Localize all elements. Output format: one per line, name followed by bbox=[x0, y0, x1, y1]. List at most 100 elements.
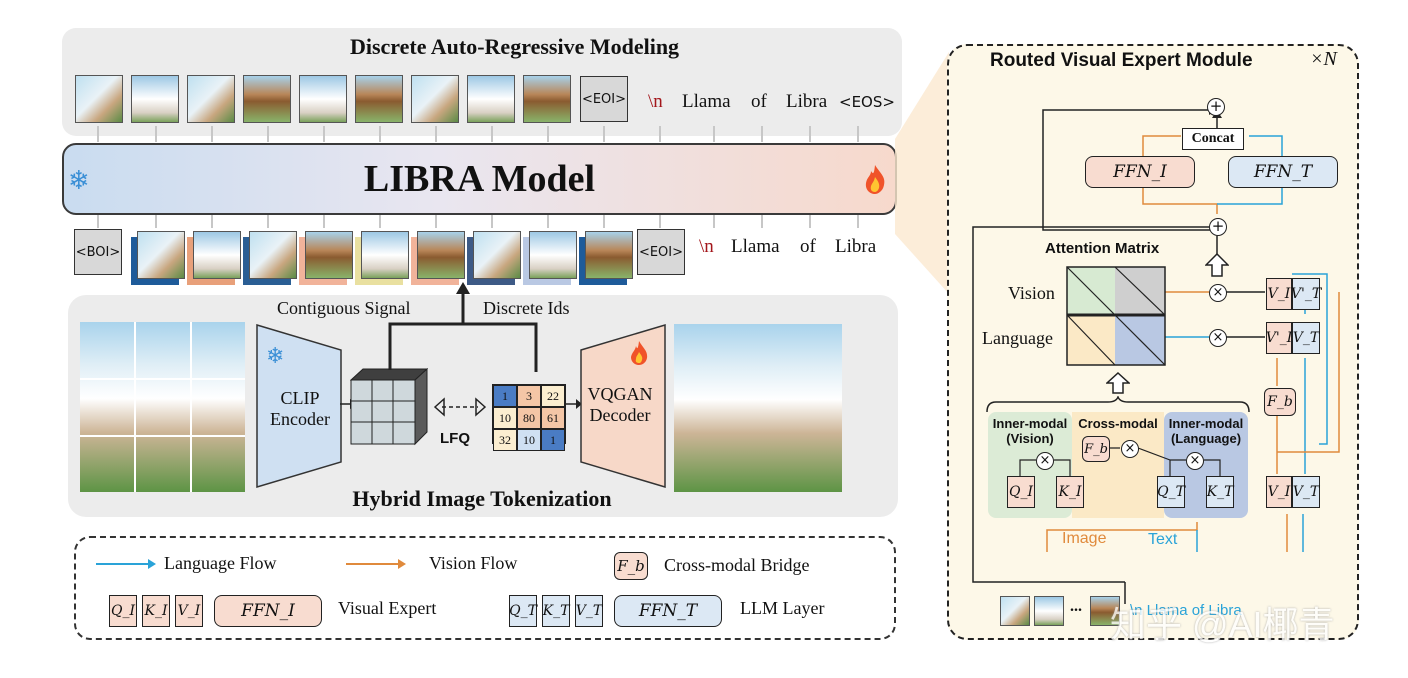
newline-token: \n bbox=[648, 91, 663, 112]
fire-icon bbox=[865, 165, 885, 194]
image-token bbox=[361, 231, 409, 279]
image-token bbox=[249, 231, 297, 279]
image-token bbox=[355, 75, 403, 123]
module-times: ×N bbox=[1310, 48, 1337, 70]
word-token: of bbox=[751, 91, 767, 112]
watermark: 知乎 @AI椰青 bbox=[1110, 604, 1335, 645]
ar-modeling-title: Discrete Auto-Regressive Modeling bbox=[349, 34, 680, 59]
image-token bbox=[473, 231, 521, 279]
bridge-symbol: F_b bbox=[614, 552, 648, 580]
add-icon: + bbox=[1209, 218, 1227, 236]
boi-token: <BOI> bbox=[74, 229, 122, 275]
image-token bbox=[1034, 596, 1064, 626]
image-token bbox=[411, 75, 459, 123]
vi-prime-box: V'_I bbox=[1266, 322, 1292, 354]
id-cell: 32 bbox=[493, 429, 517, 451]
legend-ffn-i: FFN_I bbox=[214, 595, 322, 627]
vision-flow-arrow bbox=[346, 559, 406, 569]
fire-icon bbox=[631, 341, 648, 365]
id-cell: 3 bbox=[517, 385, 541, 407]
contiguous-signal-label: Contiguous Signal bbox=[277, 298, 411, 318]
inner-vision-label: Inner-modal (Vision) bbox=[992, 416, 1068, 446]
fb-box: F_b bbox=[1082, 436, 1110, 462]
reconstructed-image bbox=[674, 324, 842, 492]
multiply-icon: × bbox=[1209, 284, 1227, 302]
word-token: Libra bbox=[835, 236, 877, 257]
kt-box: K_T bbox=[1206, 476, 1234, 508]
legend-kt: K_T bbox=[542, 595, 570, 627]
arrow bbox=[566, 399, 582, 409]
attention-matrix bbox=[1066, 266, 1166, 366]
legend-ffn-t: FFN_T bbox=[614, 595, 722, 627]
eoi-token: <EOI> bbox=[580, 76, 628, 122]
multiply-icon: × bbox=[1186, 452, 1204, 470]
vi-box: V_I bbox=[1266, 476, 1292, 508]
legend-vi: V_I bbox=[175, 595, 203, 627]
snowflake-icon: ❄ bbox=[266, 344, 285, 369]
cross-modal-label: Cross-modal bbox=[1078, 416, 1158, 431]
image-flow-label: Image bbox=[1062, 530, 1107, 547]
ki-box: K_I bbox=[1056, 476, 1084, 508]
libra-model-block: LIBRA Model bbox=[62, 143, 897, 215]
id-cell: 10 bbox=[493, 407, 517, 429]
llm-layer-label: LLM Layer bbox=[740, 598, 825, 618]
feature-cube bbox=[350, 368, 428, 446]
word-token: Libra bbox=[786, 91, 828, 112]
id-cell: 10 bbox=[517, 429, 541, 451]
word-token: Llama bbox=[731, 236, 780, 257]
multiply-icon: × bbox=[1209, 329, 1227, 347]
up-arrow-icon bbox=[1205, 253, 1229, 277]
ellipsis: ... bbox=[1070, 598, 1082, 615]
id-cell: 80 bbox=[517, 407, 541, 429]
language-flow-label: Language Flow bbox=[164, 553, 277, 573]
legend bbox=[74, 536, 896, 640]
id-cell: 1 bbox=[541, 429, 565, 451]
vision-row-label: Vision bbox=[1008, 283, 1055, 303]
libra-model-title: LIBRA Model bbox=[363, 158, 596, 200]
add-icon: + bbox=[1207, 98, 1225, 116]
qi-box: Q_I bbox=[1007, 476, 1035, 508]
image-token bbox=[131, 75, 179, 123]
image-token bbox=[299, 75, 347, 123]
vision-flow-label: Vision Flow bbox=[429, 553, 518, 573]
clip-label: CLIP Encoder bbox=[270, 388, 330, 429]
language-flow-arrow bbox=[96, 559, 156, 569]
ffn-i-box: FFN_I bbox=[1085, 156, 1195, 188]
vt-prime-box: V'_T bbox=[1291, 278, 1321, 310]
id-cell: 61 bbox=[541, 407, 565, 429]
legend-qi: Q_I bbox=[109, 595, 137, 627]
lfq-arrow bbox=[434, 397, 486, 417]
bridge-label: Cross-modal Bridge bbox=[664, 555, 810, 575]
image-token bbox=[523, 75, 571, 123]
attention-wiring bbox=[1019, 447, 1221, 476]
vt-box: V_T bbox=[1292, 322, 1320, 354]
image-token bbox=[417, 231, 465, 279]
legend-vt: V_T bbox=[575, 595, 603, 627]
attention-title: Attention Matrix bbox=[1045, 240, 1160, 257]
zoom-connector bbox=[895, 52, 949, 294]
image-token bbox=[75, 75, 123, 123]
multiply-icon: × bbox=[1121, 440, 1139, 458]
signal-connectors bbox=[388, 282, 538, 372]
snowflake-icon: ❄ bbox=[68, 166, 90, 196]
qt-box: Q_T bbox=[1157, 476, 1185, 508]
image-token bbox=[187, 75, 235, 123]
language-row-label: Language bbox=[982, 328, 1053, 348]
inner-language-label: Inner-modal (Language) bbox=[1168, 416, 1244, 446]
word-token: of bbox=[800, 236, 816, 257]
clip-encoder-shape bbox=[256, 324, 342, 488]
image-token bbox=[193, 231, 241, 279]
vqgan-label: VQGAN Decoder bbox=[587, 384, 653, 425]
newline-token: \n bbox=[699, 236, 714, 257]
up-arrow-icon bbox=[1106, 372, 1130, 394]
vi-box: V_I bbox=[1266, 278, 1292, 310]
cross-modal-region bbox=[1072, 412, 1164, 518]
multiply-icon: × bbox=[1036, 452, 1054, 470]
eos-token: <EOS> bbox=[839, 93, 895, 111]
id-cell: 1 bbox=[493, 385, 517, 407]
text-tokens: \n Llama of Libra bbox=[1130, 602, 1242, 619]
image-token bbox=[137, 231, 185, 279]
image-token bbox=[1090, 596, 1120, 626]
ffn-t-box: FFN_T bbox=[1228, 156, 1338, 188]
module-title: Routed Visual Expert Module bbox=[990, 50, 1253, 71]
